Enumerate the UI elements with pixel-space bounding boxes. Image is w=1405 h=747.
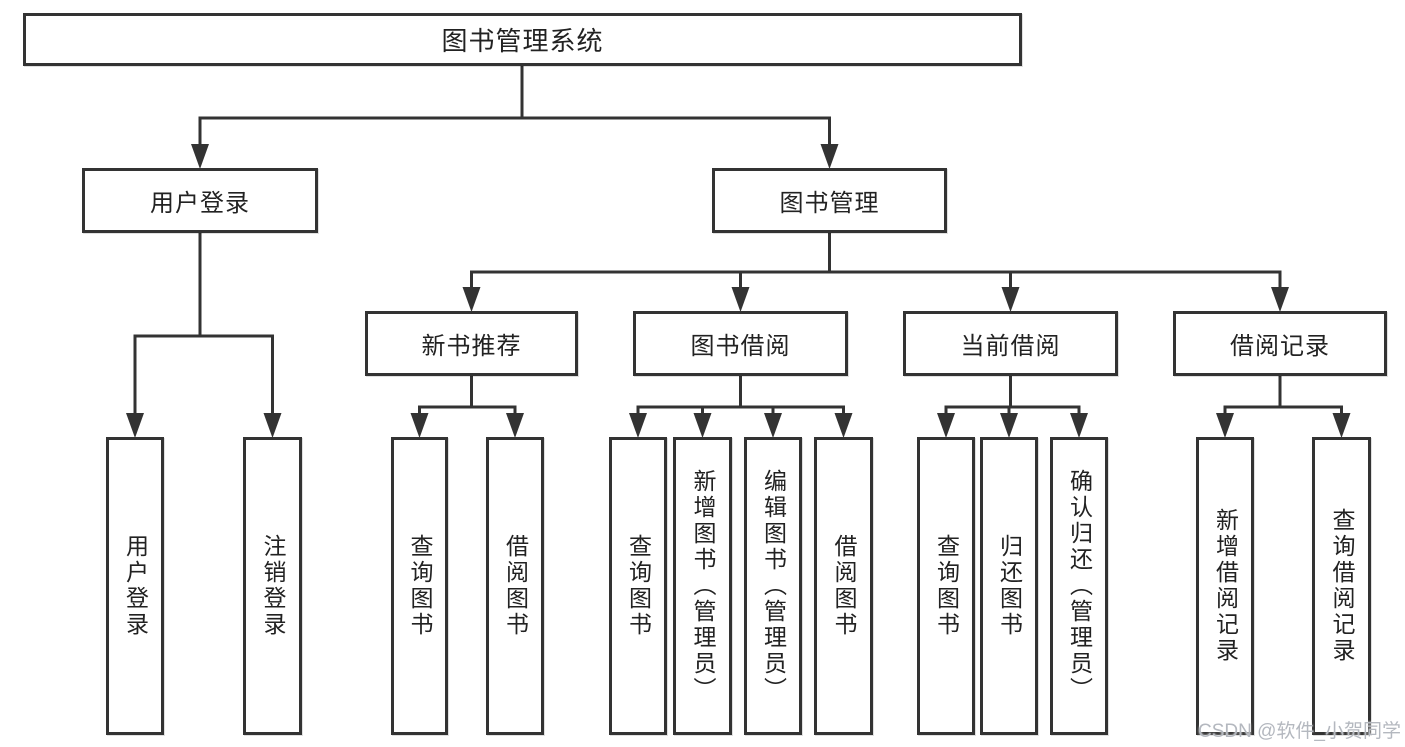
node-new-book-recommend: 新书推荐: [365, 311, 578, 376]
leaf-borrow-book-recommend: 借阅图书: [486, 437, 544, 735]
leaf-label: 查询图书: [407, 534, 433, 638]
leaf-user-login: 用户登录: [106, 437, 164, 735]
node-user-login: 用户登录: [82, 168, 318, 233]
leaf-logout: 注销登录: [243, 437, 302, 735]
leaf-label: 借阅图书: [502, 534, 529, 638]
leaf-query-borrow-record: 查询借阅记录: [1312, 437, 1371, 735]
csdn-watermark: CSDN @软件_小贺同学: [1198, 721, 1401, 742]
leaf-label: 新增图书（管理员）: [690, 469, 716, 703]
leaf-add-book-admin: 新增图书（管理员）: [673, 437, 732, 735]
node-label: 图书管理: [779, 190, 880, 217]
node-label: 用户登录: [150, 190, 250, 217]
leaf-edit-book-admin: 编辑图书（管理员）: [744, 437, 802, 735]
node-borrow-records: 借阅记录: [1173, 311, 1387, 376]
node-book-management: 图书管理: [712, 168, 947, 233]
leaf-label: 确认归还（管理员）: [1066, 469, 1093, 703]
leaf-label: 查询借阅记录: [1329, 508, 1355, 664]
leaf-query-book-current: 查询图书: [917, 437, 975, 735]
leaf-label: 归还图书: [996, 534, 1023, 638]
node-current-borrow: 当前借阅: [903, 311, 1118, 376]
node-library-management-system: 图书管理系统: [23, 13, 1022, 66]
leaf-label: 编辑图书（管理员）: [760, 469, 787, 703]
node-book-borrow: 图书借阅: [633, 311, 848, 376]
leaf-query-book-borrow: 查询图书: [609, 437, 667, 735]
leaf-label: 用户登录: [122, 534, 149, 638]
leaf-return-book: 归还图书: [980, 437, 1038, 735]
leaf-add-borrow-record: 新增借阅记录: [1196, 437, 1254, 735]
leaf-borrow-book: 借阅图书: [814, 437, 873, 735]
leaf-query-book-recommend: 查询图书: [391, 437, 448, 735]
node-label: 新书推荐: [421, 333, 522, 360]
leaf-label: 查询图书: [625, 534, 652, 638]
leaf-label: 注销登录: [260, 534, 286, 638]
leaf-confirm-return-admin: 确认归还（管理员）: [1050, 437, 1108, 735]
leaf-label: 查询图书: [933, 534, 960, 638]
leaf-label: 借阅图书: [831, 534, 857, 638]
node-label: 当前借阅: [960, 333, 1061, 360]
node-label: 图书管理系统: [441, 26, 604, 56]
node-label: 借阅记录: [1230, 333, 1330, 360]
leaf-label: 新增借阅记录: [1212, 508, 1239, 664]
node-label: 图书借阅: [690, 333, 791, 360]
